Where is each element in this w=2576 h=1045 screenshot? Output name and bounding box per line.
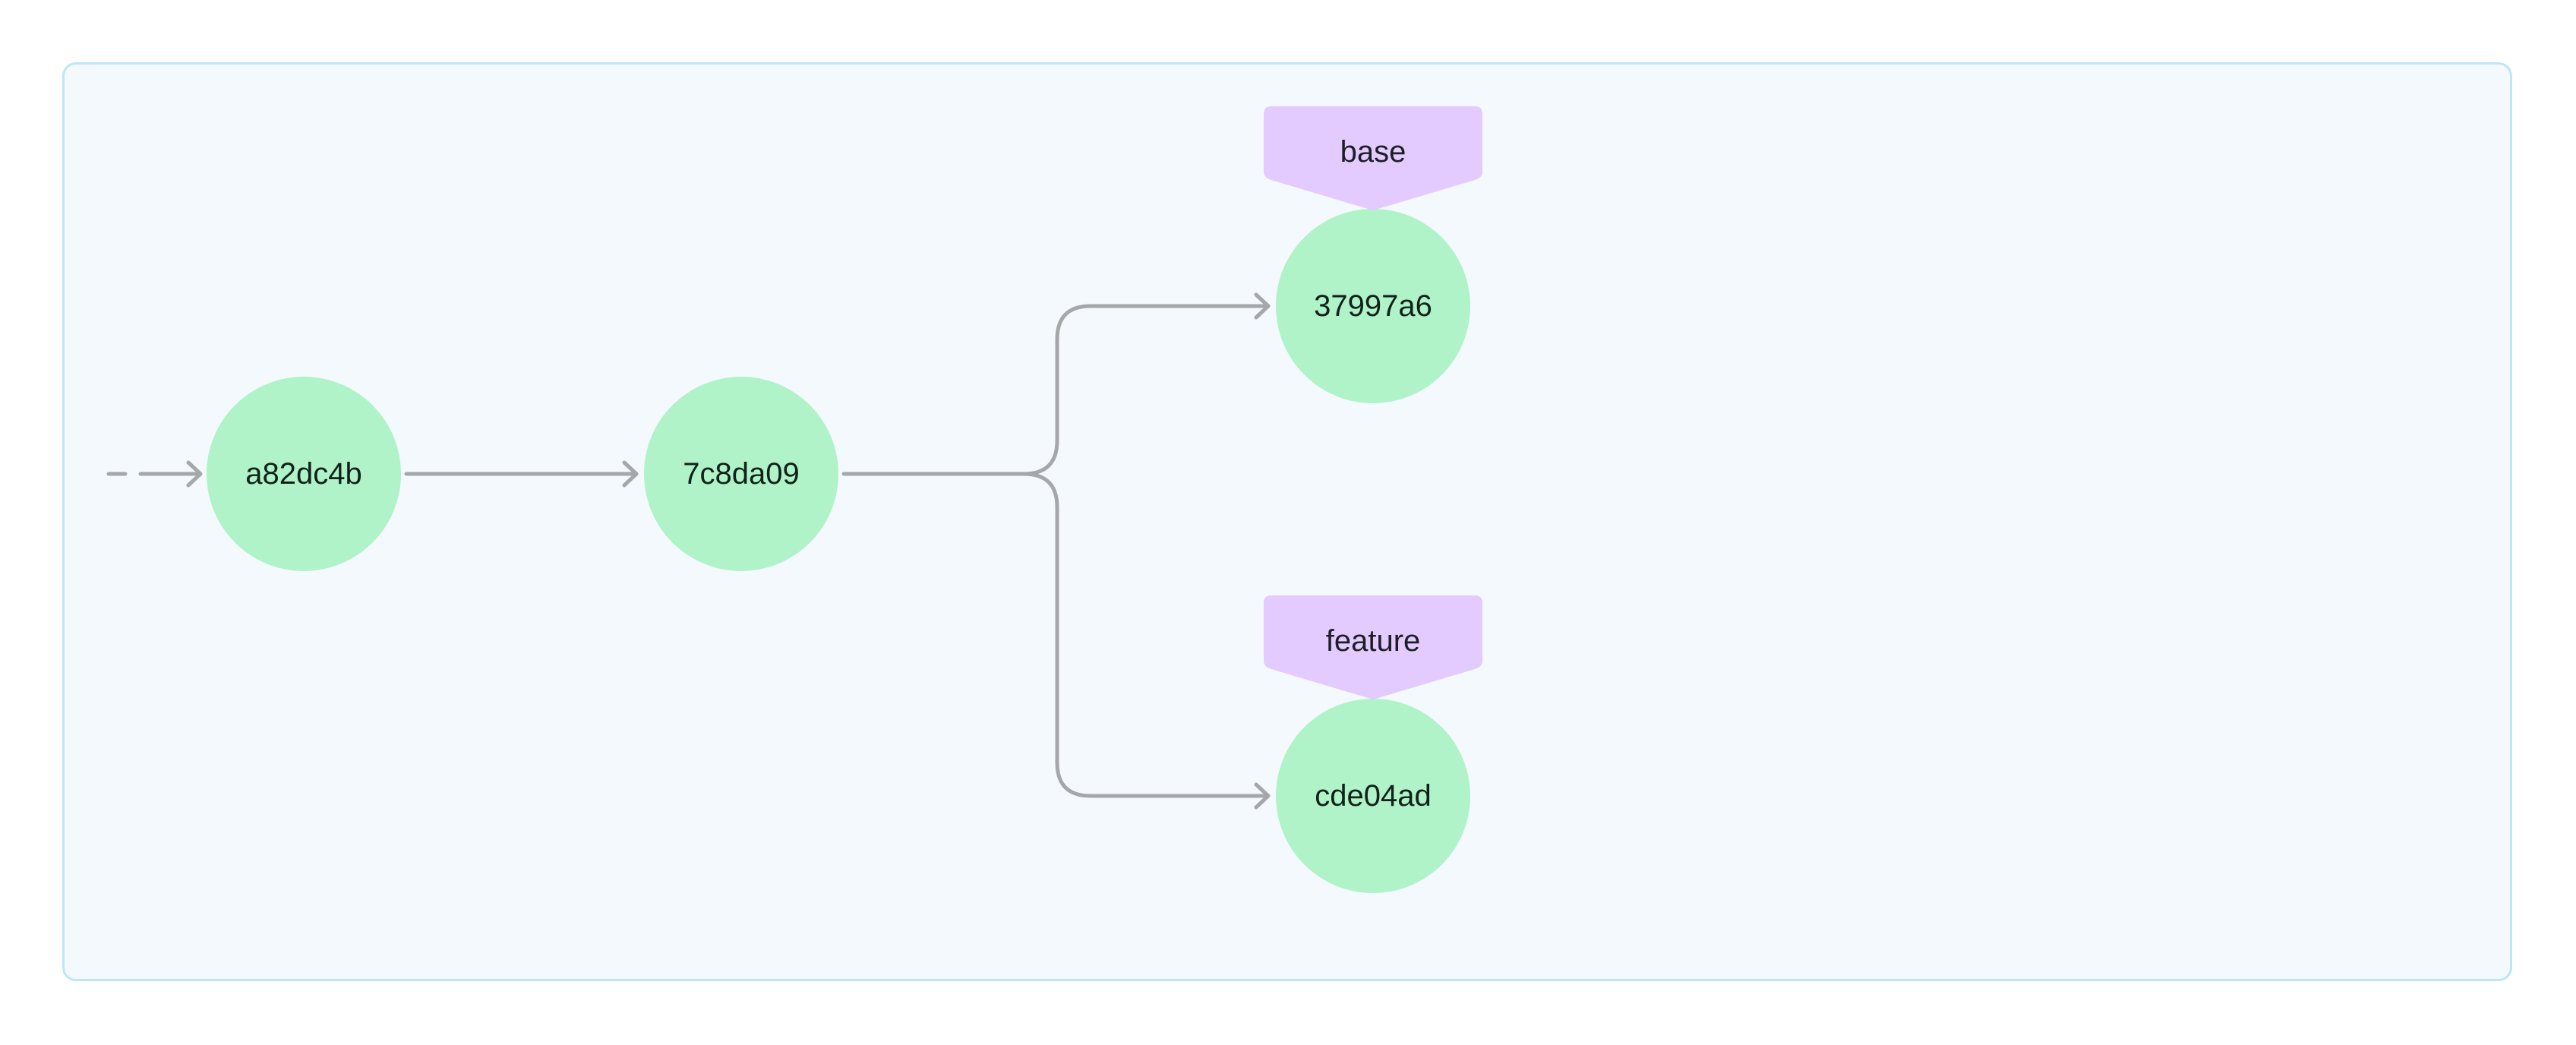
commit-node-cde04ad[interactable]: cde04ad: [1276, 699, 1470, 893]
edge-history-to-a82dc4b: [106, 460, 203, 488]
commit-node-7c8da09[interactable]: 7c8da09: [644, 377, 838, 571]
commit-node-a82dc4b[interactable]: a82dc4b: [207, 377, 401, 571]
branch-tag-base[interactable]: base: [1264, 106, 1482, 210]
edge-7c8da09-to-37997a6: [841, 292, 1271, 476]
commit-label-37997a6: 37997a6: [1314, 289, 1432, 323]
commit-label-cde04ad: cde04ad: [1315, 779, 1431, 813]
branch-label-base: base: [1340, 135, 1406, 169]
branch-label-feature: feature: [1326, 624, 1421, 658]
commit-label-7c8da09: 7c8da09: [683, 457, 799, 491]
edge-a82dc4b-to-7c8da09: [404, 460, 639, 488]
commit-node-37997a6[interactable]: 37997a6: [1276, 209, 1470, 403]
commit-label-a82dc4b: a82dc4b: [245, 457, 361, 491]
edge-7c8da09-to-cde04ad: [1021, 472, 1271, 810]
branch-tag-feature[interactable]: feature: [1264, 595, 1482, 699]
